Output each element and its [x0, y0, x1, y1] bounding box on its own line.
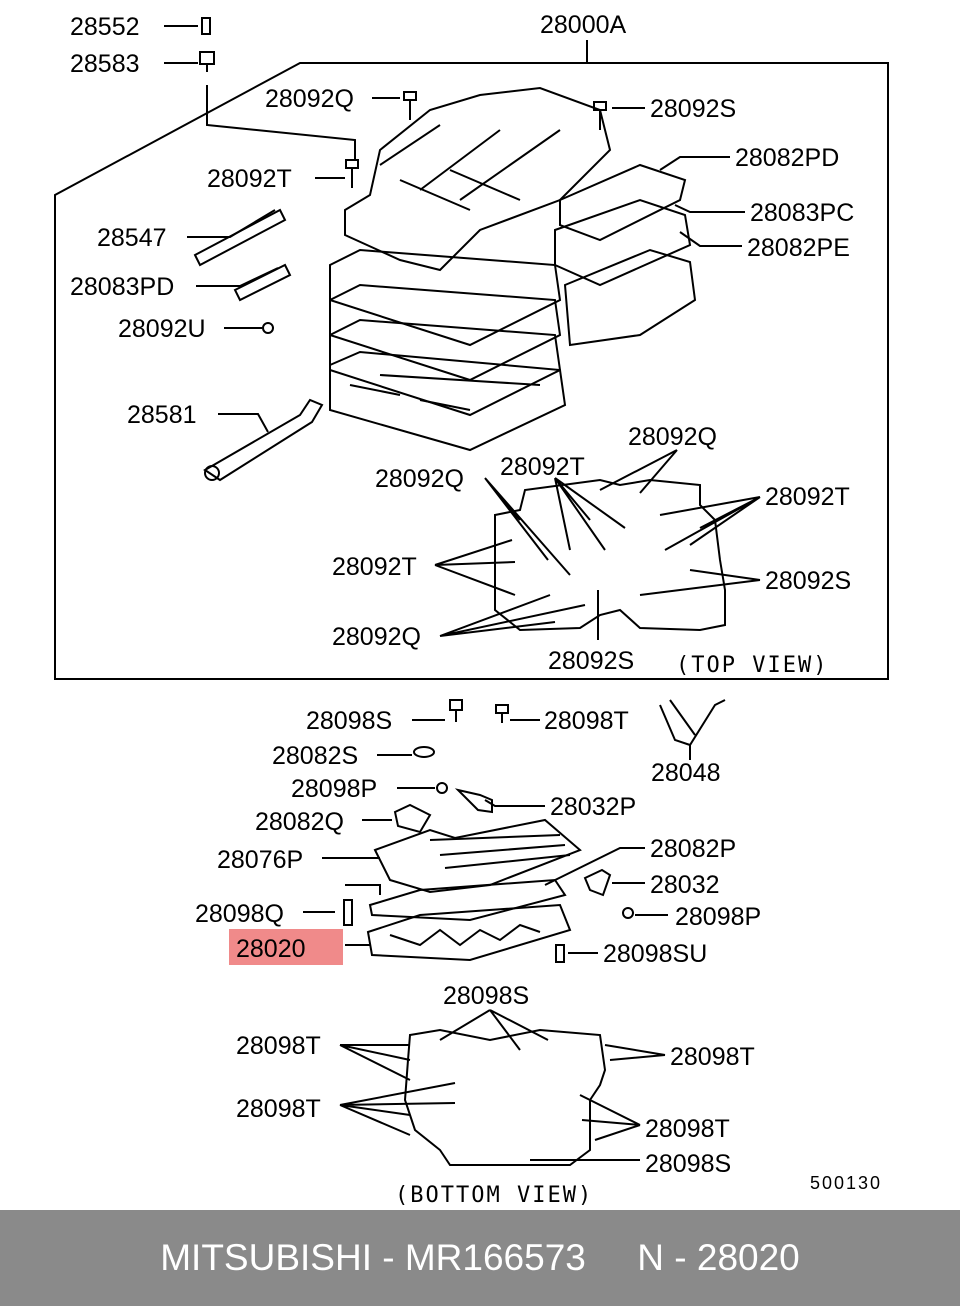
- bottom-view-outline: [403, 1028, 607, 1166]
- valve-body-lower: [329, 350, 567, 452]
- label-28092S-view-1[interactable]: 28092S: [765, 567, 851, 595]
- label-28083PC[interactable]: 28083PC: [750, 199, 854, 227]
- gasket-pe: [554, 198, 692, 287]
- label-28082Q[interactable]: 28082Q: [255, 808, 344, 836]
- label-28076P[interactable]: 28076P: [217, 846, 303, 874]
- valve-body-upper: [344, 86, 612, 272]
- label-28583[interactable]: 28583: [70, 50, 140, 78]
- part-28083PD: [233, 263, 292, 302]
- lower-body-right: [563, 248, 697, 347]
- label-28092S-view-2[interactable]: 28092S: [548, 647, 634, 675]
- label-28092T-view-2[interactable]: 28092T: [765, 483, 850, 511]
- label-28083PD[interactable]: 28083PD: [70, 273, 174, 301]
- top-view-caption: (TOP VIEW): [676, 653, 828, 678]
- label-28098T-bottom-2[interactable]: 28098T: [670, 1043, 755, 1071]
- part-28048: [659, 699, 726, 747]
- label-28098P-2[interactable]: 28098P: [675, 903, 761, 931]
- label-28098SU[interactable]: 28098SU: [603, 940, 707, 968]
- part-28547: [193, 208, 287, 267]
- label-28098S-bottom-1[interactable]: 28098S: [443, 982, 529, 1010]
- label-28020[interactable]: 28020: [236, 935, 306, 963]
- parts-diagram: 28552 28583 28000A 28092Q 28092S 28092T …: [54, 11, 889, 1208]
- gasket-pc: [559, 163, 687, 242]
- label-28000A[interactable]: 28000A: [540, 11, 627, 39]
- part-28082Q: [393, 803, 432, 834]
- label-28098Q[interactable]: 28098Q: [195, 900, 284, 928]
- label-28092T-view-3[interactable]: 28092T: [332, 553, 417, 581]
- label-28082P[interactable]: 28082P: [650, 835, 736, 863]
- label-28082PD[interactable]: 28082PD: [735, 144, 839, 172]
- label-28082PE[interactable]: 28082PE: [747, 234, 850, 262]
- label-28098S[interactable]: 28098S: [306, 707, 392, 735]
- label-28092S-top[interactable]: 28092S: [650, 95, 736, 123]
- gasket-28082P: [368, 878, 567, 922]
- label-28092U[interactable]: 28092U: [118, 315, 206, 343]
- label-28098S-bottom-2[interactable]: 28098S: [645, 1150, 731, 1178]
- label-28098T[interactable]: 28098T: [544, 707, 629, 735]
- part-28032: [583, 868, 612, 897]
- label-28581[interactable]: 28581: [127, 401, 197, 429]
- label-28098T-bottom-4[interactable]: 28098T: [645, 1115, 730, 1143]
- label-28092Q-view-3[interactable]: 28092Q: [332, 623, 421, 651]
- bottom-view-caption: (BOTTOM VIEW): [395, 1183, 593, 1208]
- label-28092Q-view-2[interactable]: 28092Q: [375, 465, 464, 493]
- diagram-code: 500130: [810, 1173, 882, 1193]
- label-28048[interactable]: 28048: [651, 759, 721, 787]
- top-view-outline: [494, 478, 726, 632]
- label-28092T-top[interactable]: 28092T: [207, 165, 292, 193]
- label-28547[interactable]: 28547: [97, 224, 167, 252]
- assembly-frame: [54, 62, 889, 680]
- part-28581: [203, 398, 324, 482]
- label-28092Q-top[interactable]: 28092Q: [265, 85, 354, 113]
- label-28092T-view-1[interactable]: 28092T: [500, 453, 585, 481]
- label-28082S[interactable]: 28082S: [272, 742, 358, 770]
- label-28098T-bottom-1[interactable]: 28098T: [236, 1032, 321, 1060]
- label-28552[interactable]: 28552: [70, 13, 140, 41]
- footer-banner: MITSUBISHI - MR166573 N - 28020: [0, 1210, 960, 1306]
- label-28092Q-view-1[interactable]: 28092Q: [628, 423, 717, 451]
- part-28020: [366, 903, 572, 962]
- label-28098T-bottom-3[interactable]: 28098T: [236, 1095, 321, 1123]
- highlight-box: [229, 929, 343, 965]
- part-28032P: [454, 788, 493, 814]
- label-28032[interactable]: 28032: [650, 871, 720, 899]
- label-28032P[interactable]: 28032P: [550, 793, 636, 821]
- label-28098P-1[interactable]: 28098P: [291, 775, 377, 803]
- footer-text: MITSUBISHI - MR166573 N - 28020: [160, 1237, 800, 1278]
- part-28076P: [373, 818, 582, 894]
